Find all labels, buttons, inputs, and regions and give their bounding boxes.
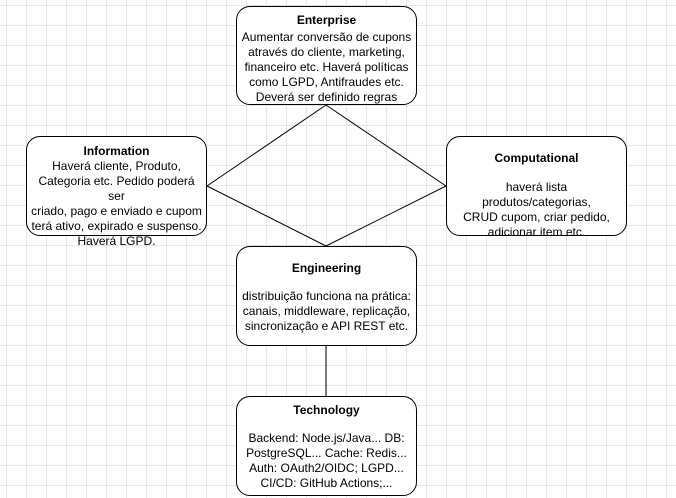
connector-information-engineering <box>206 185 327 247</box>
node-information-title: Information <box>83 144 150 158</box>
node-engineering-text: distribuição funciona na prática: canais… <box>242 289 411 333</box>
node-information[interactable]: Information Haverá cliente, Produto, Cat… <box>26 136 207 248</box>
connector-computational-engineering <box>325 185 447 247</box>
node-engineering[interactable]: Engineering distribuição funciona na prá… <box>236 246 417 346</box>
node-computational-text: haverá lista produtos/categorias, CRUD c… <box>463 180 610 239</box>
node-enterprise[interactable]: Enterprise Aumentar conversão de cupons … <box>236 6 417 105</box>
node-technology-title: Technology <box>293 403 360 417</box>
node-enterprise-text: Aumentar conversão de cupons através do … <box>241 30 412 104</box>
node-engineering-title: Engineering <box>291 261 362 275</box>
node-information-text: Haverá cliente, Produto, Categoria etc. … <box>31 159 202 248</box>
node-technology-text: Backend: Node.js/Java... DB: PostgreSQL.… <box>246 431 407 490</box>
node-technology[interactable]: Technology Backend: Node.js/Java... DB: … <box>236 396 417 496</box>
node-computational[interactable]: Computational haverá lista produtos/cate… <box>446 136 627 239</box>
connector-enterprise-computational <box>325 104 447 187</box>
connector-enterprise-information <box>206 104 327 187</box>
node-enterprise-title: Enterprise <box>296 13 357 27</box>
node-computational-title: Computational <box>494 151 579 165</box>
